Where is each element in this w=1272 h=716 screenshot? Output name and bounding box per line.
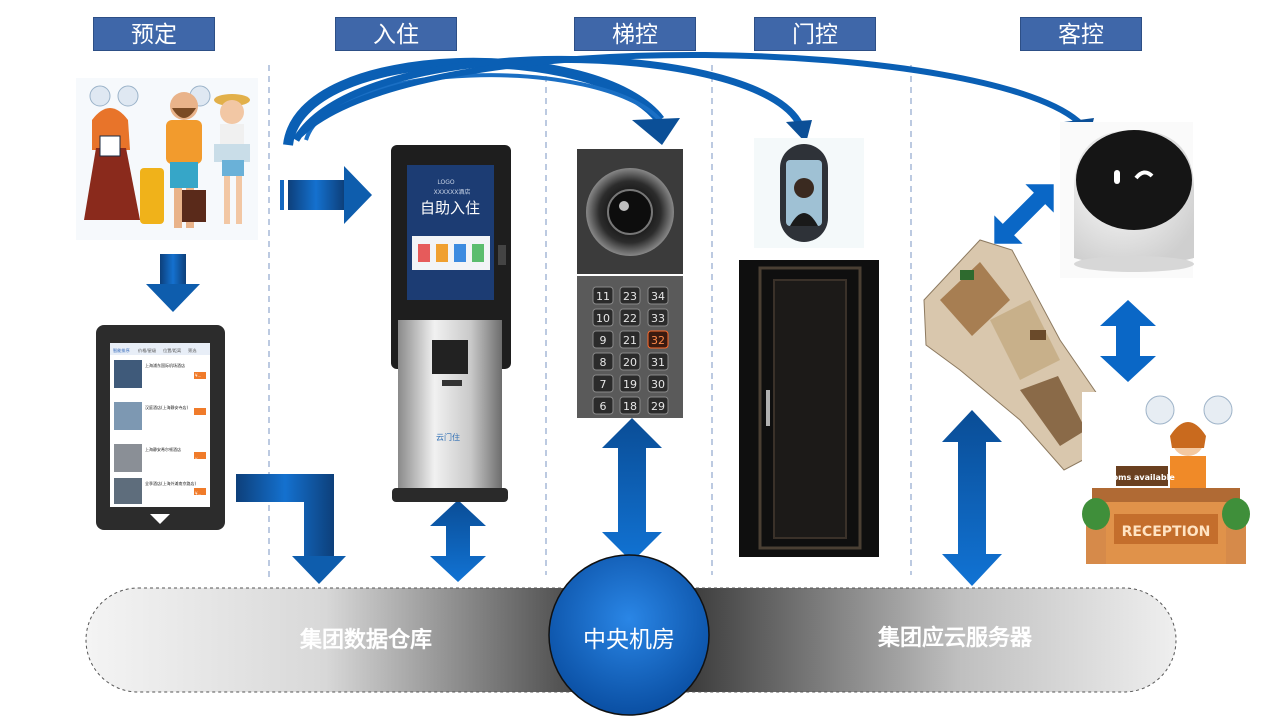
- arrow-phone-to-base: [236, 474, 346, 584]
- elevator-button: [619, 330, 641, 349]
- phone-listing-name: 全季酒店(上海外滩南京路店): [145, 480, 197, 486]
- elevator-button-label: 31: [651, 356, 665, 369]
- phone-tab: 智能排序: [113, 347, 130, 354]
- reception-illustration: [1082, 392, 1250, 568]
- elevator-button-label: 8: [600, 356, 607, 369]
- elevator-button: [619, 396, 641, 415]
- arrowhead-door: [786, 120, 812, 143]
- elevator-button: [647, 374, 669, 393]
- kiosk-hotel: XXXXXX酒店: [434, 188, 471, 196]
- self-checkin-kiosk: [391, 145, 511, 502]
- elevator-button-label: 29: [651, 400, 665, 413]
- elevator-button-label: 33: [651, 312, 665, 325]
- elevator-button: [619, 352, 641, 371]
- double-arrow-elevator: [602, 418, 662, 562]
- phone-listing-price: ¥...: [195, 491, 201, 496]
- elevator-button-label: 34: [651, 290, 665, 303]
- elevator-button: [592, 330, 614, 349]
- elevator-button-label: 21: [623, 334, 637, 347]
- elevator-button: [647, 330, 669, 349]
- elevator-button: [592, 308, 614, 327]
- arrowhead-elevator: [632, 118, 680, 145]
- group-data-warehouse-label: 集团数据仓库: [300, 628, 433, 653]
- elevator-button: [647, 308, 669, 327]
- phone-listing-price: ¥...: [195, 373, 201, 378]
- elevator-button: [647, 352, 669, 371]
- group-cloud-server-label: 集团应云服务器: [878, 626, 1033, 651]
- central-server-room-circle: [548, 554, 710, 716]
- header-room: 客控: [1020, 17, 1142, 51]
- header-booking: 预定: [93, 17, 215, 51]
- elevator-button-label: 6: [600, 400, 607, 413]
- double-arrow-reception: [1100, 300, 1156, 382]
- elevator-button-grid: 11 23 34 10 22 33 9 21 32 8 20 31 7 19 30 6 18 29: [592, 286, 669, 415]
- kiosk-logo: LOGO: [437, 179, 455, 186]
- phone-tab: 位置/距离: [163, 347, 181, 354]
- arrow-down-to-phone: [146, 254, 200, 312]
- arrow-right-to-kiosk: [280, 166, 372, 224]
- elevator-button: [592, 286, 614, 305]
- elevator-button-label: 9: [600, 334, 607, 347]
- double-arrow-kiosk: [430, 500, 486, 582]
- elevator-button-label: 32: [651, 334, 665, 347]
- travelers-illustration: [76, 78, 258, 240]
- kiosk-brand: 云门住: [436, 432, 460, 442]
- elevator-button-label: 23: [623, 290, 637, 303]
- elevator-button: [647, 396, 669, 415]
- elevator-button-label: 10: [596, 312, 610, 325]
- elevator-button-label: 30: [651, 378, 665, 391]
- phone-listings: [114, 360, 206, 504]
- booking-phone: [96, 325, 225, 530]
- double-arrow-room: [942, 410, 1002, 586]
- elevator-button-label: 19: [623, 378, 637, 391]
- kiosk-title: 自助入住: [420, 199, 480, 217]
- phone-tabs: 智能排序 价格/星级位置/距离筛选: [113, 347, 197, 354]
- phone-listing-names: 上海浦东国际机场酒店 ¥... 汉庭酒店(上海静安寺店) ¥... 上海静安希尔顿酒店 ¥…: [145, 362, 201, 496]
- reception-sign: rooms available: [1103, 473, 1175, 482]
- elevator-button-label: 7: [600, 378, 607, 391]
- elevator-button: [619, 374, 641, 393]
- elevator-button-label: 20: [623, 356, 637, 369]
- header-door: 门控: [754, 17, 876, 51]
- central-server-room-label: 中央机房: [583, 627, 675, 653]
- phone-listing-name: 汉庭酒店(上海静安寺店): [145, 404, 189, 410]
- phone-listing-price: ¥...: [195, 457, 201, 462]
- header-checkin: 入住: [335, 17, 457, 51]
- header-elevator: 梯控: [574, 17, 696, 51]
- elevator-control: 11 23 34 10 22 33 9 21 32 8 20 31 7 19 30 6 18 29: [577, 149, 683, 418]
- elevator-button-label: 22: [623, 312, 637, 325]
- door-control: [739, 138, 879, 557]
- phone-listing-name: 上海静安希尔顿酒店: [145, 446, 181, 452]
- phone-listing-name: 上海浦东国际机场酒店: [145, 362, 185, 368]
- elevator-button: [592, 396, 614, 415]
- elevator-button-label: 11: [596, 290, 610, 303]
- elevator-button: [619, 308, 641, 327]
- diagonal-arrow-speaker: [994, 184, 1054, 244]
- elevator-button: [592, 352, 614, 371]
- smart-speaker: [1060, 122, 1194, 278]
- phone-tab: 价格/星级: [138, 347, 157, 354]
- elevator-button: [619, 286, 641, 305]
- curved-arrows: [283, 52, 1085, 146]
- phone-tab: 筛选: [188, 347, 197, 354]
- elevator-button-label: 18: [623, 400, 637, 413]
- elevator-button: [592, 374, 614, 393]
- elevator-button: [647, 286, 669, 305]
- room-floorplan: [923, 239, 1105, 471]
- phone-listing-price: ¥...: [195, 415, 201, 420]
- reception-desk-label: RECEPTION: [1122, 524, 1211, 540]
